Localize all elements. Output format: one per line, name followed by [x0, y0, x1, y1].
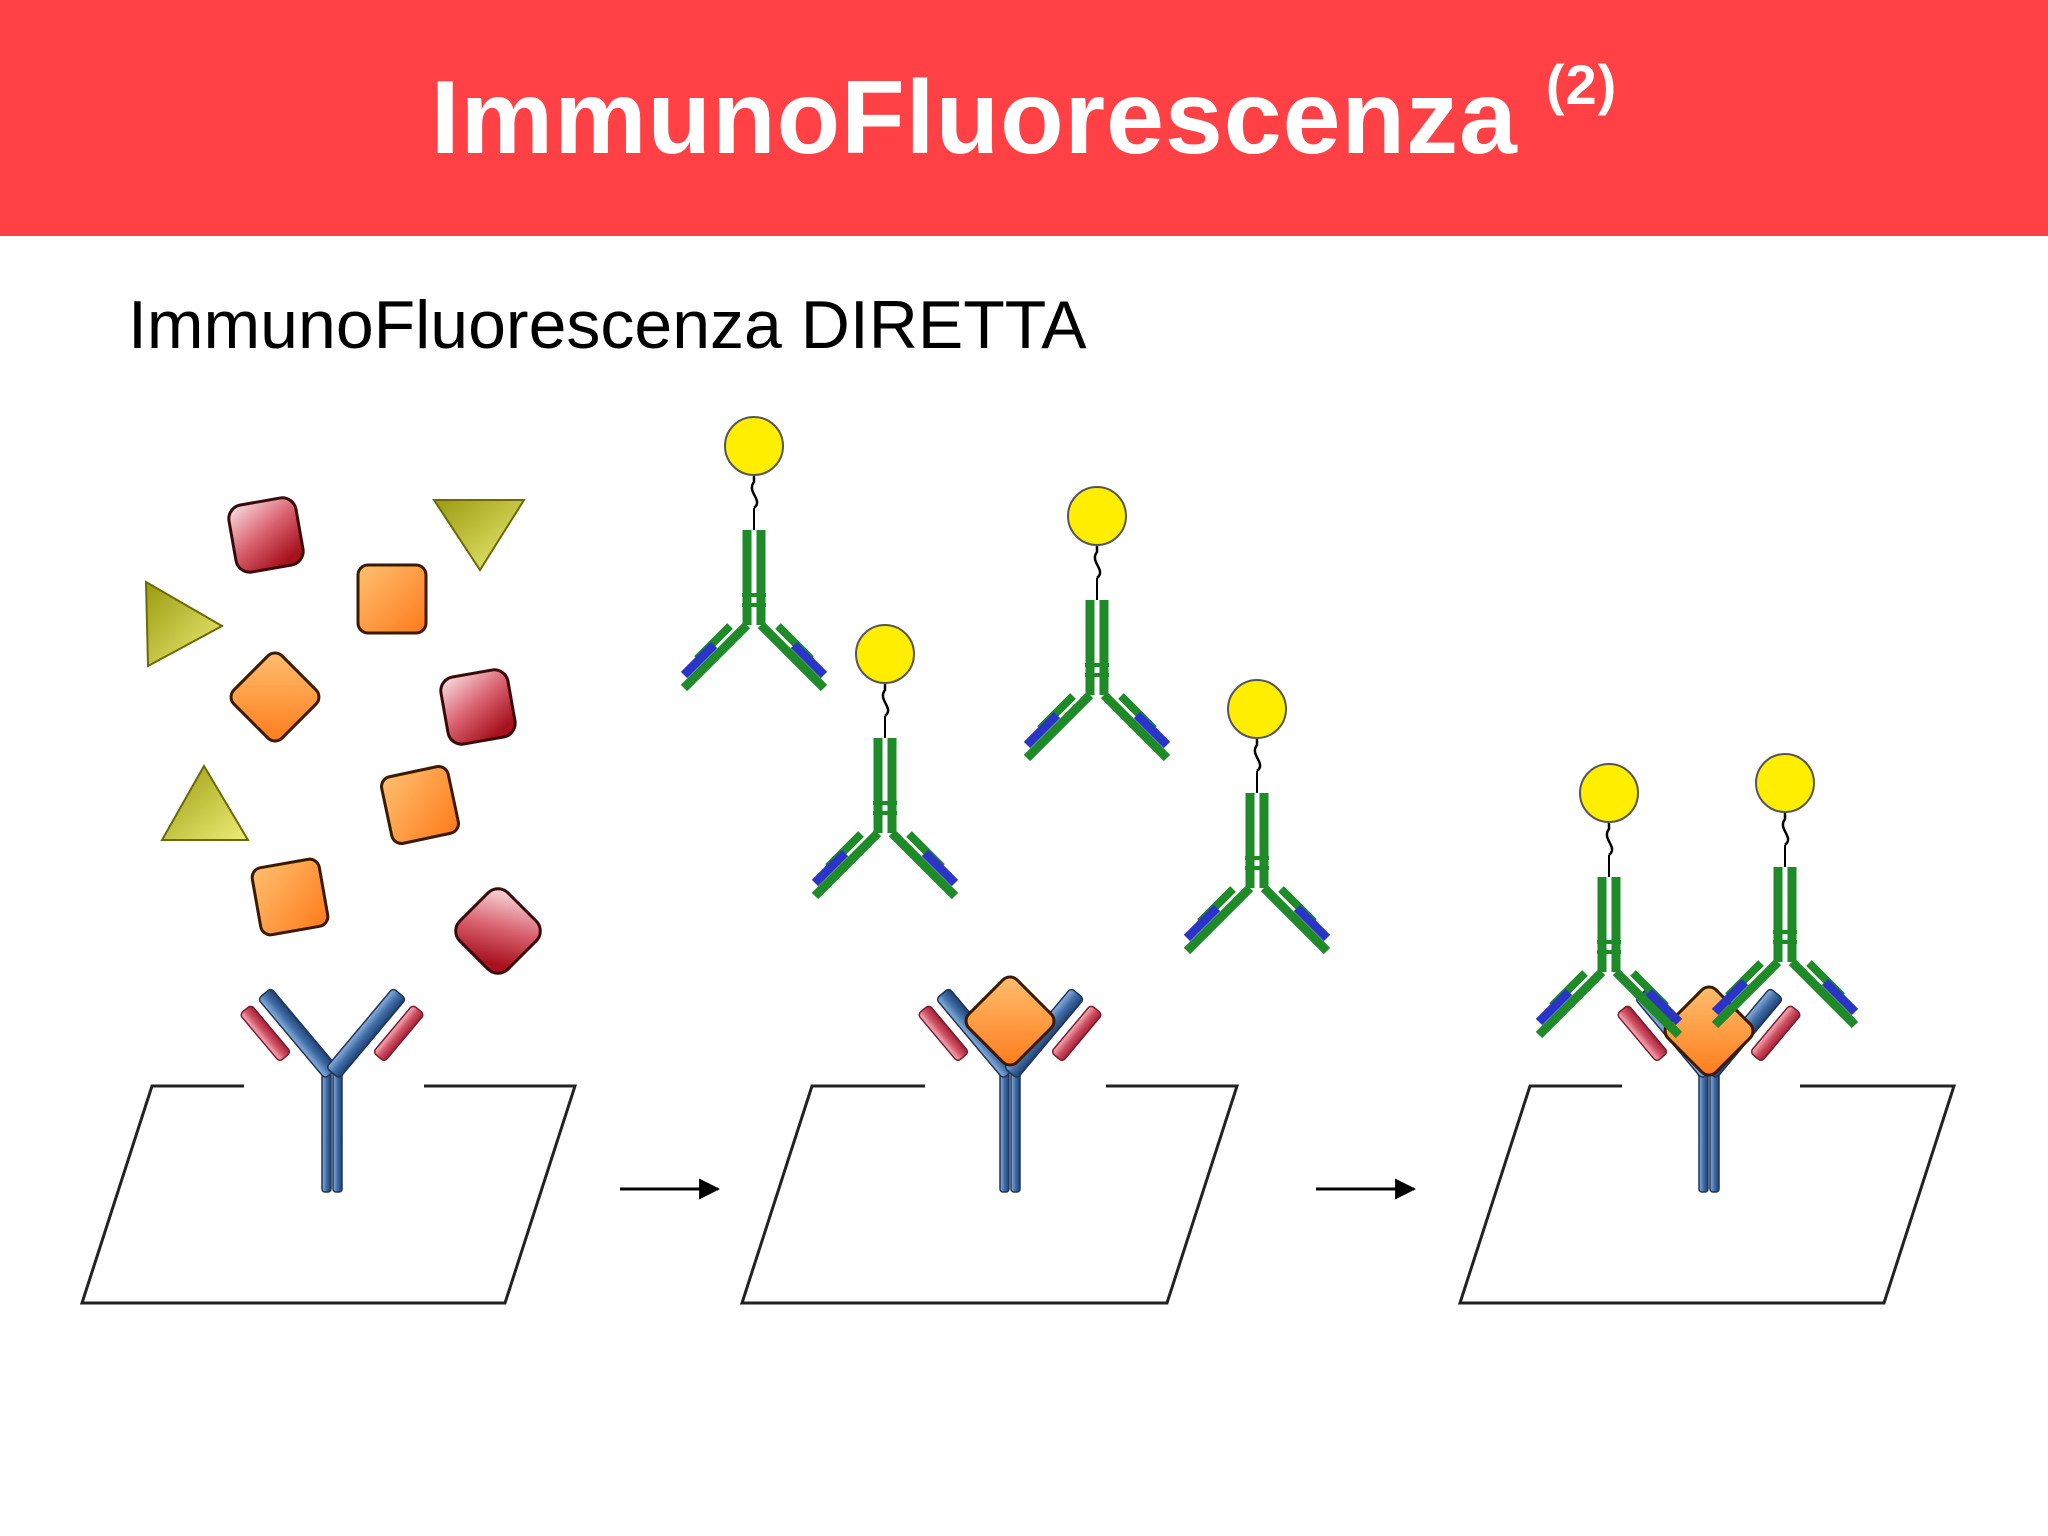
antigen-yellow-triangle — [144, 580, 225, 668]
title-bar — [0, 0, 2048, 236]
labeled-antibody — [815, 625, 955, 896]
slide-surface — [1457, 1084, 1957, 1305]
labeled-antibody — [1027, 487, 1167, 758]
step-2-panel — [739, 975, 1240, 1305]
antigen-orange — [229, 651, 321, 743]
antigen-red — [454, 887, 542, 975]
antigen-yellow-triangle — [432, 499, 526, 572]
slide-title-text: ImmunoFluorescenza — [430, 59, 1518, 176]
antigen-orange-bound — [964, 975, 1056, 1067]
labeled-antibodies-solution — [684, 417, 1327, 951]
slide-title-superscript: (2) — [1545, 52, 1618, 116]
slide-title: ImmunoFluorescenza (2) — [0, 0, 2048, 236]
labeled-antibody-bound — [1715, 754, 1855, 1025]
antigen-orange — [250, 857, 330, 937]
antigen-orange — [356, 563, 428, 635]
slide-surface — [79, 1084, 578, 1305]
capture-antibody — [238, 987, 426, 1193]
slide-surface — [739, 1084, 1240, 1305]
antigen-red — [439, 668, 517, 746]
antigen-orange — [380, 765, 460, 845]
antigen-yellow-triangle — [160, 764, 250, 841]
labeled-antibody — [1187, 680, 1327, 951]
step-1-panel — [79, 987, 578, 1305]
slide-subtitle: ImmunoFluorescenza DIRETTA — [128, 287, 1087, 363]
labeled-antibody-bound — [1539, 764, 1679, 1035]
antigen-red — [227, 496, 305, 574]
labeled-antibody — [684, 417, 824, 688]
step-3-panel — [1457, 754, 1957, 1305]
antigen-mixture — [144, 496, 542, 975]
